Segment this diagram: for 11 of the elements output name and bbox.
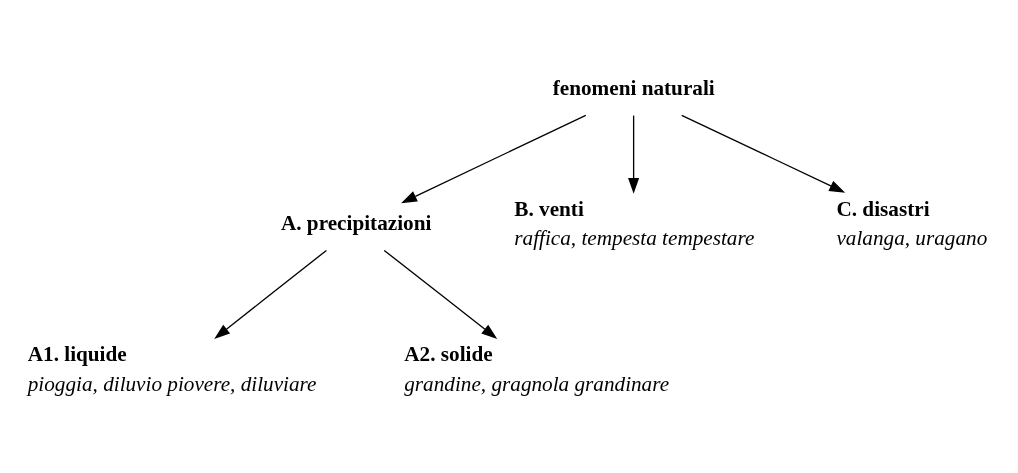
node-text: fenomeni naturali	[552, 75, 715, 100]
node-text: A. precipitazioni	[280, 210, 432, 235]
arrow	[383, 249, 498, 339]
node-text: B. venti raffica, tempesta tempestare	[514, 196, 755, 250]
node-text: C. disastri valanga, uragano	[836, 196, 988, 250]
arrow	[681, 114, 846, 193]
arrow	[401, 114, 587, 203]
arrow	[214, 249, 328, 339]
arrow	[628, 114, 640, 194]
node-text: A2. solide grandine, gragnola grandinare	[404, 341, 670, 396]
node-text: A1. liquide pioggia, diluvio piovere, diluviare	[27, 341, 317, 396]
